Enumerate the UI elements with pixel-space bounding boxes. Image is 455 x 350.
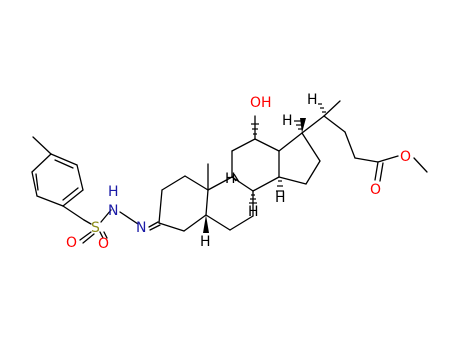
hydrazone-n-label: N bbox=[136, 220, 146, 236]
sulfonyl-oxygen-right-label: O bbox=[98, 236, 109, 252]
steroid-core bbox=[158, 115, 321, 232]
stereo-h-c5-label: H bbox=[200, 234, 211, 250]
sulfur-label: S bbox=[91, 220, 100, 236]
stereo-bonds bbox=[203, 103, 326, 233]
hash-c14 bbox=[276, 180, 284, 192]
ester-side-chain bbox=[301, 100, 428, 182]
ester-ether-oxygen-label: O bbox=[400, 149, 411, 165]
tolyl-group bbox=[31, 136, 85, 221]
hash-c17 bbox=[294, 120, 302, 130]
stereo-h-c17-label: H bbox=[282, 113, 293, 129]
atom-labels: OH O O N N H S O O H H H H H H bbox=[66, 92, 411, 252]
hydrazone-nh-n-label: N bbox=[108, 203, 118, 219]
stereo-h-c14-label: H bbox=[275, 190, 286, 206]
stereo-h-c8-label: H bbox=[248, 204, 259, 220]
hydroxyl-label: OH bbox=[250, 95, 272, 111]
hash-c9 bbox=[231, 173, 240, 183]
hash-c20 bbox=[318, 103, 326, 113]
sulfonyl-oxygen-left-label: O bbox=[66, 235, 77, 251]
hash-c12 bbox=[251, 123, 259, 135]
stereo-h-c9-label: H bbox=[225, 171, 236, 187]
hash-c8 bbox=[249, 194, 257, 204]
stereo-h-c20-label: H bbox=[307, 92, 318, 108]
hydrazone-nh-h-label: H bbox=[108, 184, 119, 200]
ester-carbonyl-oxygen-label: O bbox=[370, 182, 381, 198]
sulfonyl-hydrazone-group bbox=[79, 209, 161, 244]
